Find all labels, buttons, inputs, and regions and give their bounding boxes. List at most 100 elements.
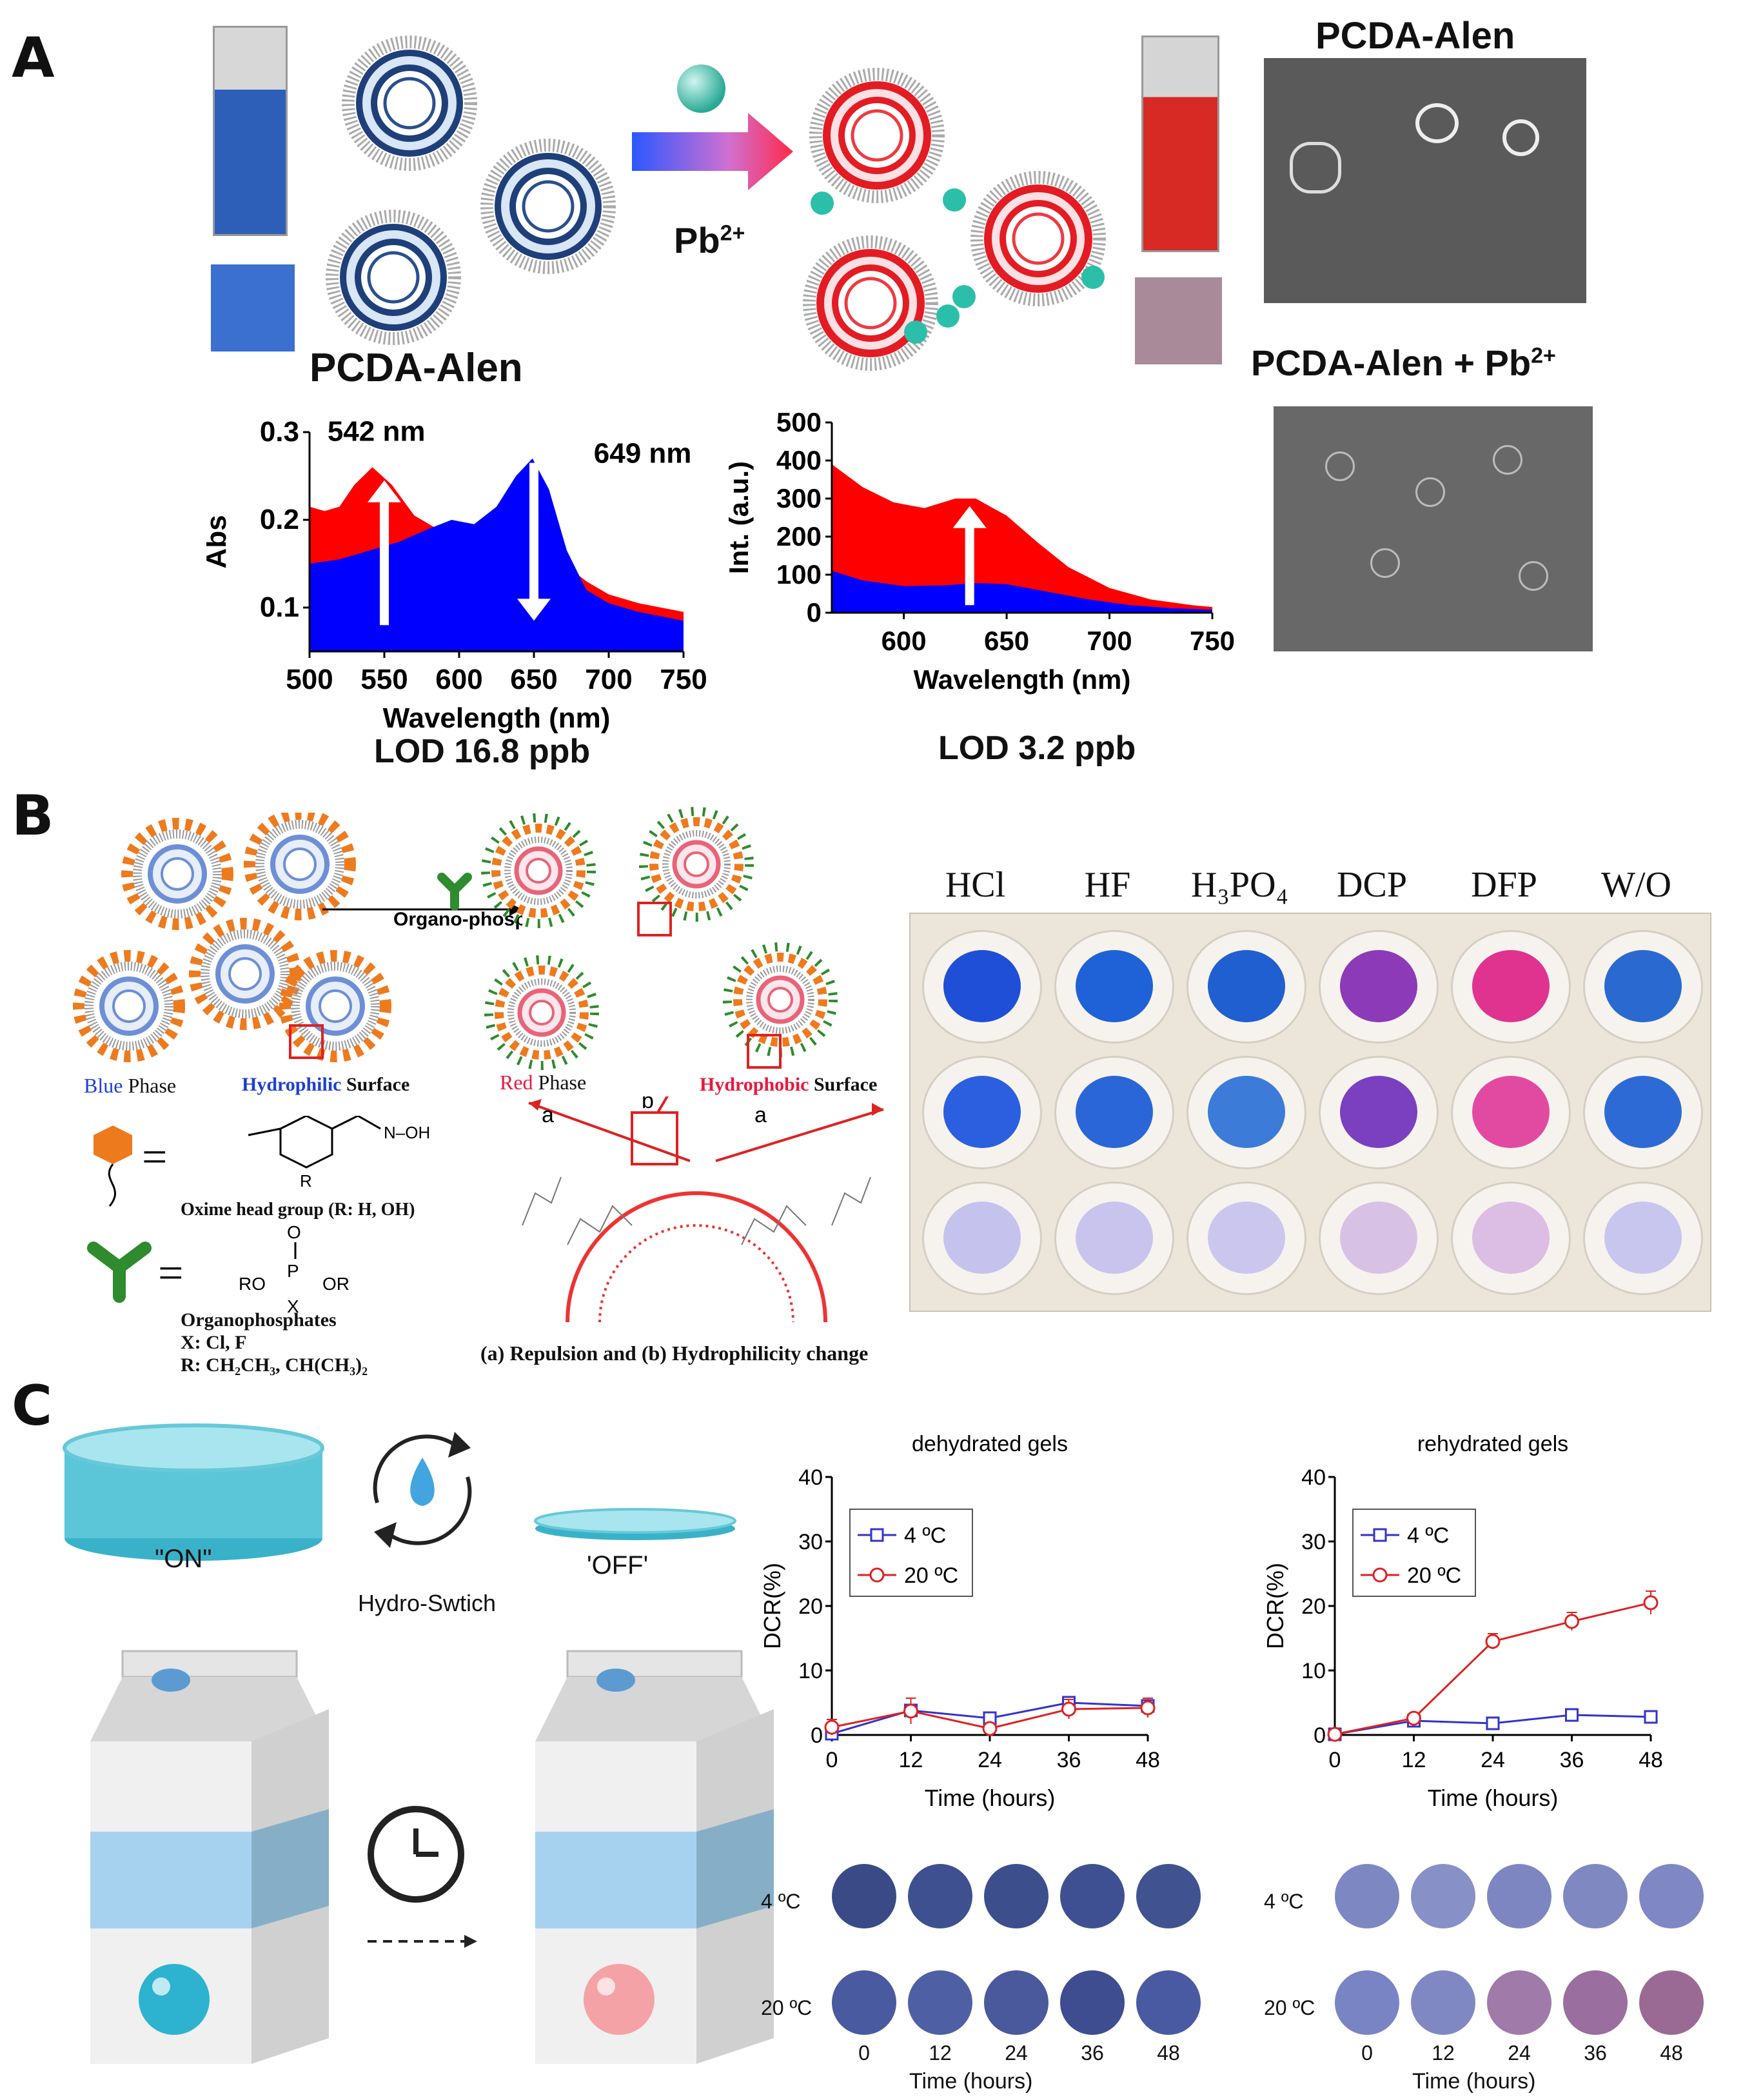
r-caption: R: CH₂CH₃, CH(CH₃)₂ — [181, 1354, 368, 1376]
column-header: H₃PO₄ — [1190, 865, 1289, 905]
x-axis-label: Wavelength (nm) — [914, 664, 1131, 695]
abs-down-arrow-head — [517, 599, 551, 621]
abs-up-arrow-head — [368, 480, 401, 502]
y-tick-label: 10 — [798, 1659, 823, 1683]
disc-row-label: 4 ºC — [1264, 1890, 1304, 1913]
hydrogel-off-illustration — [534, 1508, 736, 1540]
column-header: HCl — [945, 865, 1006, 905]
x-tick-label: 12 — [1402, 1748, 1426, 1772]
legend-label-0: 4 ºC — [1407, 1523, 1449, 1548]
off-label: 'OFF' — [587, 1551, 649, 1580]
disc-time-label: 12 — [929, 2041, 952, 2065]
well — [1451, 1182, 1571, 1295]
well — [1054, 930, 1174, 1044]
legend-label-0: 4 ºC — [904, 1523, 946, 1548]
x-tick-label: 550 — [360, 664, 408, 695]
x-tick-label: 750 — [1190, 626, 1235, 656]
legend-marker — [869, 1567, 885, 1583]
blue-phase-vesicles: Organo-phosphate — [58, 813, 522, 1090]
blue-film-swatch — [211, 264, 295, 352]
y-axis-label: Abs — [206, 515, 232, 568]
hydro-switch-label: Hydro-Swtich — [358, 1590, 497, 1616]
y-tick-label: 0 — [807, 597, 822, 628]
y-tick-label: 300 — [776, 483, 822, 513]
organophosphate-symbol — [87, 1242, 152, 1303]
column-header: W/O — [1601, 865, 1671, 905]
well-liquid — [943, 1202, 1021, 1274]
area-series-1 — [832, 571, 1212, 613]
well — [1054, 1182, 1174, 1295]
x-axis-label: Time (hours) — [925, 1785, 1056, 1811]
data-point-circle — [1406, 1710, 1421, 1726]
peak-542-label: 542 nm — [328, 416, 426, 448]
y-tick-label: 0.3 — [260, 416, 299, 448]
gel-disc — [984, 1970, 1049, 2035]
op-o-text: O — [287, 1222, 301, 1242]
well-liquid — [1208, 1076, 1285, 1148]
data-point-circle — [1061, 1701, 1076, 1717]
well-liquid — [1208, 1202, 1285, 1274]
data-point-circle — [1564, 1614, 1579, 1629]
area-series-0 — [832, 464, 1212, 613]
well — [1187, 1182, 1306, 1295]
data-point-circle — [1140, 1700, 1156, 1716]
gel-disc — [1639, 1864, 1704, 1928]
well-column-headers: HCl HF H₃PO₄ DCP DFP W/O — [909, 864, 1715, 909]
y-tick-label: 30 — [798, 1530, 823, 1554]
on-label: "ON" — [155, 1545, 212, 1573]
x-tick-label: 24 — [1481, 1748, 1505, 1772]
organophosphate-structure: O P RO OR X — [239, 1222, 350, 1316]
well-liquid — [1604, 1076, 1682, 1148]
mechanism-illustration: a b a — [522, 1096, 884, 1323]
well-liquid — [1208, 950, 1285, 1022]
well — [1583, 930, 1703, 1044]
label-a-right: a — [754, 1103, 767, 1127]
x-tick-label: 700 — [585, 664, 632, 695]
x-caption: X: Cl, F — [181, 1332, 247, 1353]
pb-reaction-arrow — [632, 113, 793, 190]
y-tick-label: 40 — [798, 1465, 823, 1490]
y-tick-label: 500 — [776, 407, 822, 437]
x-tick-label: 600 — [435, 664, 482, 695]
x-tick-label: 600 — [881, 626, 927, 656]
well — [1319, 1182, 1439, 1295]
disc-x-label: Time (hours) — [909, 2069, 1033, 2094]
well-liquid — [943, 1076, 1021, 1148]
label-a-left: a — [542, 1103, 554, 1127]
op-p-text: P — [287, 1261, 299, 1281]
gel-disc — [1136, 1970, 1201, 2035]
y-tick-label: 20 — [1301, 1594, 1326, 1619]
column-header: DFP — [1471, 865, 1537, 905]
oxime-structure: N–OH R — [248, 1116, 430, 1191]
well-liquid — [1472, 1076, 1550, 1148]
well — [1583, 1056, 1703, 1169]
legend-box — [849, 1509, 973, 1597]
disc-time-label: 48 — [1660, 2041, 1683, 2065]
gel-disc — [908, 1970, 972, 2035]
well-liquid — [1340, 950, 1417, 1022]
gel-disc — [1335, 1970, 1399, 2035]
disc-time-label: 48 — [1157, 2041, 1180, 2065]
red-vesicles-illustration — [761, 26, 1122, 387]
well — [1187, 1056, 1306, 1169]
well — [1319, 930, 1439, 1044]
gel-disc — [1136, 1864, 1201, 1928]
chart-title: rehydrated gels — [1417, 1432, 1568, 1456]
clock-icon — [368, 1806, 477, 1948]
hydrogel-on-illustration — [63, 1423, 324, 1561]
well — [1054, 1056, 1174, 1169]
well — [1187, 930, 1306, 1044]
column-header: HF — [1084, 865, 1131, 905]
well — [1451, 1056, 1571, 1169]
x-axis-label: Wavelength (nm) — [383, 702, 611, 734]
disc-x-label: Time (hours) — [1412, 2069, 1536, 2094]
disc-row-label: 20 ºC — [1264, 1996, 1315, 2019]
column-header: DCP — [1337, 865, 1407, 905]
well-liquid — [1076, 950, 1153, 1022]
area-series-1 — [310, 458, 684, 651]
well — [1319, 1056, 1439, 1169]
gel-disc — [832, 1970, 896, 2035]
